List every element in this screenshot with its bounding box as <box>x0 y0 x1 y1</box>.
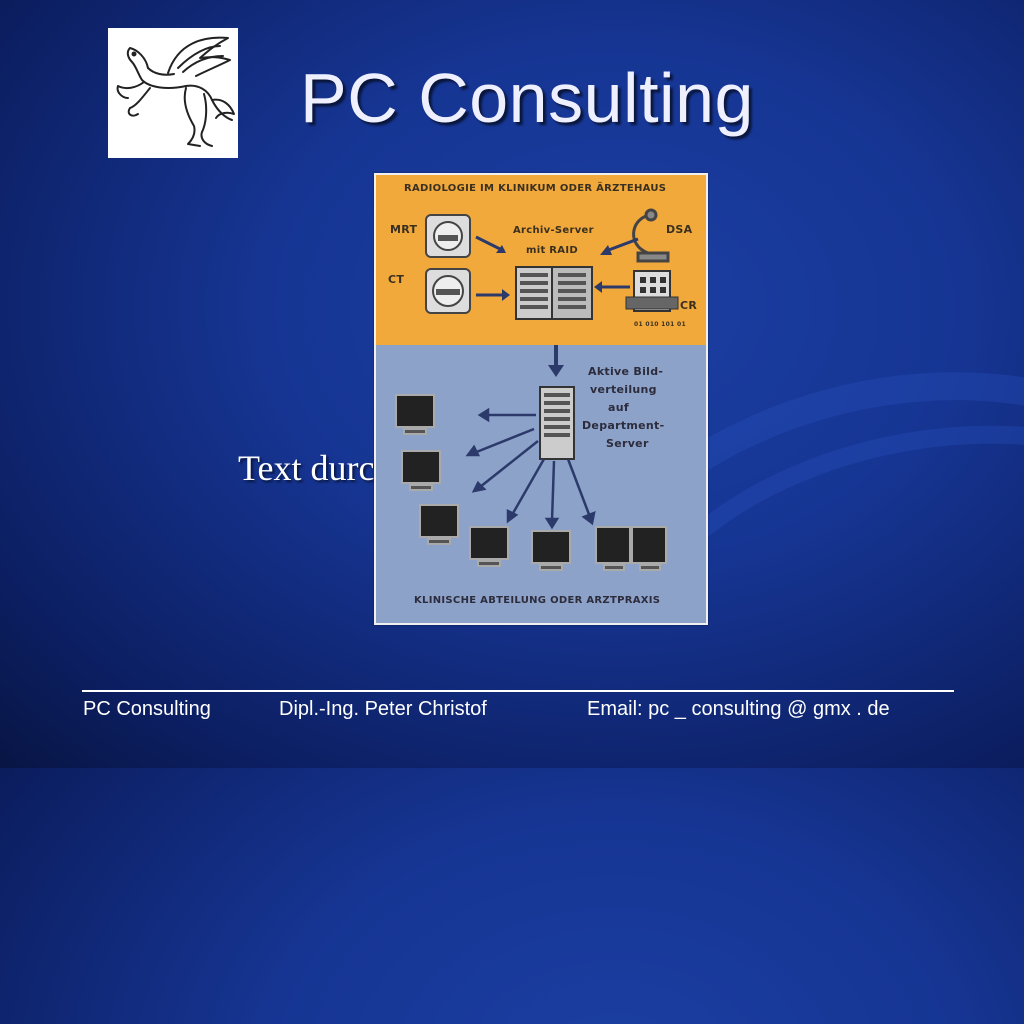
monitor-icon <box>395 394 667 571</box>
archive-server-icon <box>515 266 593 320</box>
pacs-diagram-image: Radiologie im Klinikum oder Ärztehaus MR… <box>374 173 708 625</box>
footer-author: Dipl.-Ing. Peter Christof <box>279 698 487 720</box>
slide-title: PC Consulting <box>300 59 754 137</box>
dept-server-label-5: Server <box>606 437 649 450</box>
department-server-icon <box>539 386 575 460</box>
dsa-label: DSA <box>666 223 693 236</box>
clinic-devices <box>395 345 667 571</box>
dept-server-label-1: Aktive Bild- <box>588 365 664 378</box>
archive-server-label: Archiv-Server <box>513 225 594 236</box>
footer-divider <box>82 690 954 692</box>
clinic-heading: Klinische Abteilung oder Arztpraxis <box>414 595 661 606</box>
dsa-device-icon <box>632 208 670 263</box>
mrt-scanner-icon <box>425 214 471 258</box>
dept-server-label-3: auf <box>608 401 629 414</box>
ct-label: CT <box>388 273 405 286</box>
ct-scanner-icon <box>425 268 471 314</box>
raid-label: mit RAID <box>526 245 578 256</box>
cr-code-label: 01 010 101 01 <box>634 321 686 328</box>
mrt-label: MRT <box>390 223 418 236</box>
pegasus-logo <box>108 28 238 158</box>
footer-email: Email: pc _ consulting @ gmx . de <box>587 698 890 720</box>
dept-server-label-4: Department- <box>582 419 665 432</box>
radiology-heading: Radiologie im Klinikum oder Ärztehaus <box>404 183 667 194</box>
clinic-section: Aktive Bild- verteilung auf Department- … <box>376 345 706 623</box>
radiology-section: Radiologie im Klinikum oder Ärztehaus MR… <box>376 175 706 345</box>
cr-reader-icon <box>625 270 679 312</box>
dept-server-label-2: verteilung <box>590 383 657 396</box>
footer-company: PC Consulting <box>83 698 211 720</box>
radiology-devices <box>425 208 679 320</box>
cr-label: CR <box>680 299 698 312</box>
pegasus-icon <box>116 36 235 147</box>
